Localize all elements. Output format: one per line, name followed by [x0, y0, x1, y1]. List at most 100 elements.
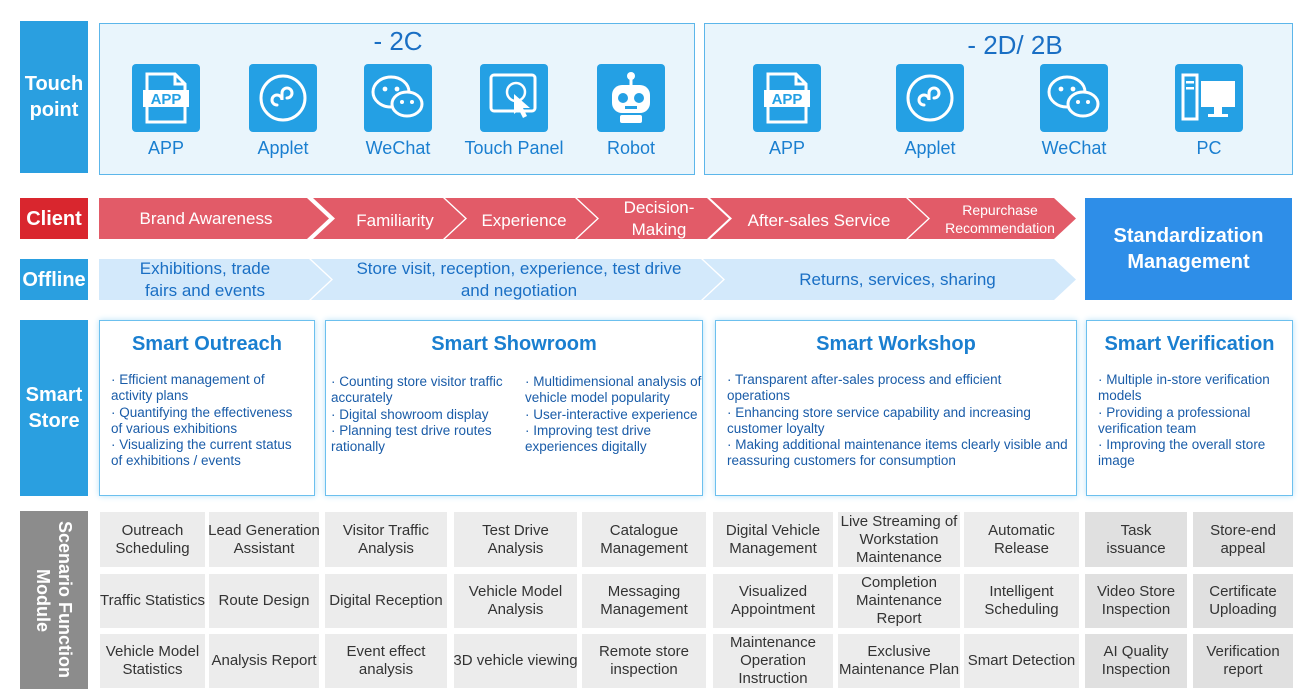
module-cell: Route Design: [209, 574, 319, 628]
label-offline: Offline: [20, 259, 88, 300]
module-label: Traffic Statistics: [99, 592, 206, 609]
module-label: Exclusive Maintenance Plan: [838, 643, 960, 678]
panel-2d-2b-title: - 2D/ 2B: [967, 30, 1063, 60]
offline-step-exhibitions: Exhibitions, trade fairs and events: [99, 259, 331, 300]
smart-workshop-bullets: · Transparent after-sales process and ef…: [716, 372, 1076, 470]
touchpoint-applet: Applet: [870, 64, 990, 159]
bullet: · Multiple in-store verification models: [1098, 372, 1270, 404]
smart-outreach-box: Smart Outreach · Efficient management of…: [99, 320, 315, 496]
module-label: AI Quality Inspection: [1101, 643, 1171, 678]
client-step-label: Brand Awareness: [139, 208, 273, 228]
touchpoint-applet: Applet: [223, 64, 343, 159]
bullet: · Quantifying the effectiveness of vario…: [111, 404, 293, 436]
touchpoint-label: PC: [1196, 138, 1222, 158]
offline-step-returns: Returns, services, sharing: [703, 259, 1076, 300]
offline-step-label: Exhibitions, trade fairs and events: [139, 258, 271, 300]
client-step-experience: Experience: [445, 198, 597, 239]
module-cell: Completion Maintenance Report: [838, 574, 960, 628]
client-step-decision-making: Decision- Making: [577, 198, 729, 239]
svg-text:APP: APP: [772, 91, 803, 108]
label-scenario-module: Scenario Function Module: [20, 511, 88, 689]
module-cell: Exclusive Maintenance Plan: [838, 634, 960, 688]
smart-verification-bullets: · Multiple in-store verification models …: [1087, 372, 1292, 470]
bullet: · Making additional maintenance items cl…: [727, 437, 1068, 469]
client-step-repurchase: Repurchase Recommendation: [908, 198, 1076, 239]
touchpoint-label: WeChat: [365, 138, 431, 158]
module-cell: Maintenance Operation Instruction: [713, 634, 833, 688]
module-label: Digital Reception: [329, 592, 443, 609]
module-cell: Digital Reception: [325, 574, 447, 628]
touchpoint-wechat: WeChat: [1014, 64, 1134, 159]
touchpoint-label: Touch Panel: [464, 138, 564, 158]
module-cell: Analysis Report: [209, 634, 319, 688]
label-touch-point: Touch point: [20, 21, 88, 173]
module-label: Completion Maintenance Report: [856, 574, 942, 627]
module-label: Visitor Traffic Analysis: [342, 521, 430, 557]
touchpoint-touch-panel: Touch Panel: [454, 64, 574, 159]
touchpoint-robot: Robot: [571, 64, 691, 159]
module-cell: Certificate Uploading: [1193, 574, 1293, 628]
client-step-label: Experience: [481, 210, 567, 230]
module-cell: AI Quality Inspection: [1085, 634, 1187, 688]
bullet: · Transparent after-sales process and ef…: [727, 372, 1002, 404]
module-label: Certificate Uploading: [1209, 583, 1277, 618]
bullet: · Providing a professional verification …: [1098, 404, 1251, 436]
module-cell: Smart Detection: [964, 634, 1079, 688]
bullet: · Multidimensional analysis of vehicle m…: [525, 374, 702, 406]
bullet: · Improving test drive experiences digit…: [525, 422, 652, 455]
module-label: Event effect analysis: [346, 643, 426, 678]
module-cell: Live Streaming of Workstation Maintenanc…: [838, 512, 960, 567]
module-label: Visualized Appointment: [730, 583, 816, 618]
pc-icon: [1175, 64, 1243, 132]
module-cell: Task issuance: [1085, 512, 1187, 567]
smart-showroom-bullets-left: · Counting store visitor traffic accurat…: [320, 374, 514, 455]
module-cell: Remote store inspection: [582, 634, 706, 688]
touchpoint-pc: PC: [1149, 64, 1269, 159]
module-label: Store-end appeal: [1210, 521, 1276, 557]
module-label: Lead Generation Assistant: [208, 521, 320, 557]
label-smart-store: Smart Store: [20, 320, 88, 496]
module-cell: Verification report: [1193, 634, 1293, 688]
smart-verification-title: Smart Verification: [1104, 333, 1275, 355]
module-cell: Intelligent Scheduling: [964, 574, 1079, 628]
touchpoint-app: APP APP: [727, 64, 847, 159]
touchpoint-label: APP: [147, 138, 185, 158]
label-client: Client: [20, 198, 88, 239]
touchpoint-label: APP: [768, 138, 806, 158]
panel-2c-title: - 2C: [373, 26, 423, 56]
module-label: Vehicle Model Statistics: [105, 643, 200, 678]
applet-icon: [249, 64, 317, 132]
module-cell: Vehicle Model Analysis: [454, 574, 577, 628]
module-cell: Catalogue Management: [582, 512, 706, 567]
smart-showroom-box: Smart Showroom · Counting store visitor …: [325, 320, 703, 496]
module-label: Route Design: [218, 592, 310, 609]
app-file-icon: APP: [132, 64, 200, 132]
touchpoint-label: Robot: [606, 138, 656, 158]
module-label: 3D vehicle viewing: [453, 652, 578, 669]
bullet: · Improving the overall store image: [1098, 437, 1266, 469]
bullet: · Planning test drive routes rationally: [331, 422, 492, 455]
offline-step-label: Store visit, reception, experience, test…: [356, 258, 682, 300]
robot-icon: [597, 64, 665, 132]
module-cell: Vehicle Model Statistics: [100, 634, 205, 688]
module-label: Analysis Report: [211, 652, 317, 669]
touchpoint-app: APP APP: [106, 64, 226, 159]
client-step-after-sales: After-sales Service: [710, 198, 928, 239]
bullet: · Visualizing the current status of exhi…: [111, 437, 292, 469]
module-label: Test Drive Analysis: [482, 521, 549, 557]
module-cell: Messaging Management: [582, 574, 706, 628]
module-label: Intelligent Scheduling: [984, 583, 1059, 618]
module-label: Automatic Release: [988, 521, 1055, 557]
applet-icon: [896, 64, 964, 132]
smart-outreach-bullets: · Efficient management of activity plans…: [100, 372, 314, 470]
module-label: Digital Vehicle Management: [725, 521, 821, 557]
scenario-module-text: Scenario Function Module: [33, 521, 75, 679]
module-cell: Video Store Inspection: [1085, 574, 1187, 628]
module-cell: Outreach Scheduling: [100, 512, 205, 567]
touchpoint-label: Applet: [904, 138, 956, 158]
touchpoint-wechat: WeChat: [338, 64, 458, 159]
module-label: Task issuance: [1106, 521, 1166, 557]
module-label: Video Store Inspection: [1096, 583, 1176, 618]
